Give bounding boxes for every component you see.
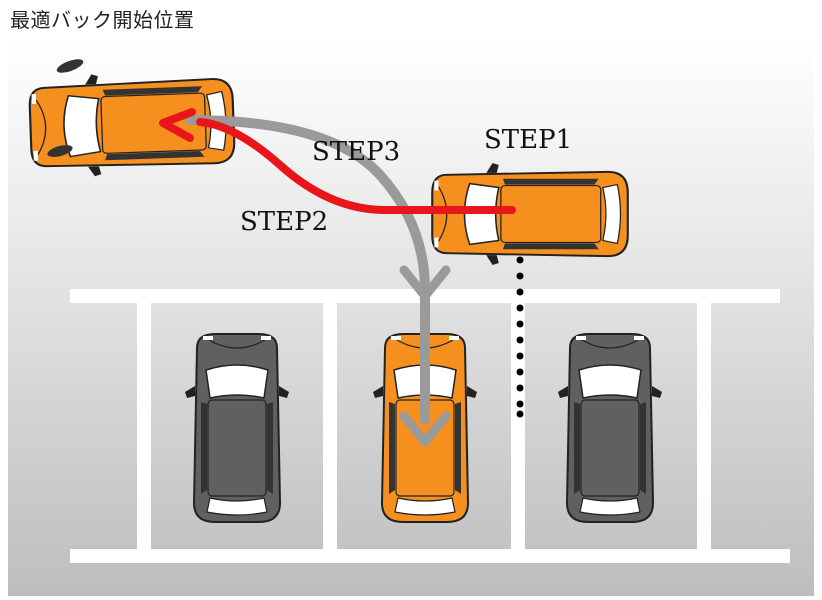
step3-path	[185, 115, 451, 447]
dotted-guide-line	[516, 256, 524, 418]
parked-car-right	[557, 333, 663, 523]
step1-label: STEP1	[484, 125, 572, 155]
parked-car-left	[184, 333, 290, 523]
tire-marks	[47, 59, 84, 157]
page-title: 最適バック開始位置	[10, 8, 195, 32]
step2-label: STEP2	[240, 207, 328, 237]
step3-label: STEP3	[312, 137, 400, 167]
step2-path	[159, 108, 516, 214]
